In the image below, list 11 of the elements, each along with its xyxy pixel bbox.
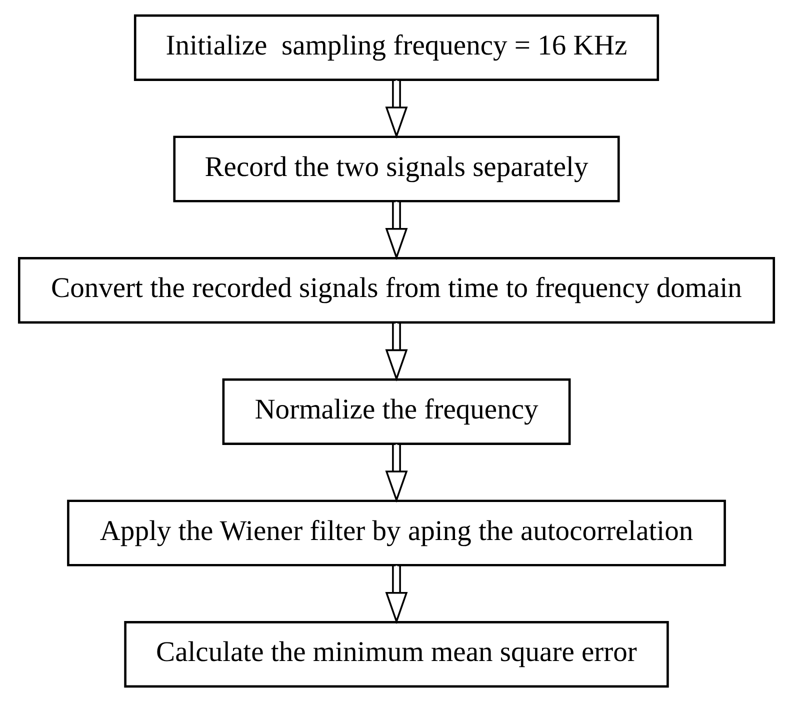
node-box: Normalize the frequency (222, 378, 571, 445)
node-box: Record the two signals separately (173, 136, 620, 202)
node-box: Calculate the minimum mean square error (124, 621, 669, 688)
arrow (385, 444, 408, 503)
node-box: Initialize sampling frequency = 16 KHz (134, 14, 660, 81)
arrow (385, 80, 408, 139)
node-box: Apply the Wiener filter by aping the autocorrelation (67, 500, 726, 566)
node-box: Convert the recorded signals from time to frequency domain (18, 257, 776, 324)
arrow (385, 566, 408, 624)
arrow (385, 202, 408, 260)
arrow (385, 323, 408, 382)
